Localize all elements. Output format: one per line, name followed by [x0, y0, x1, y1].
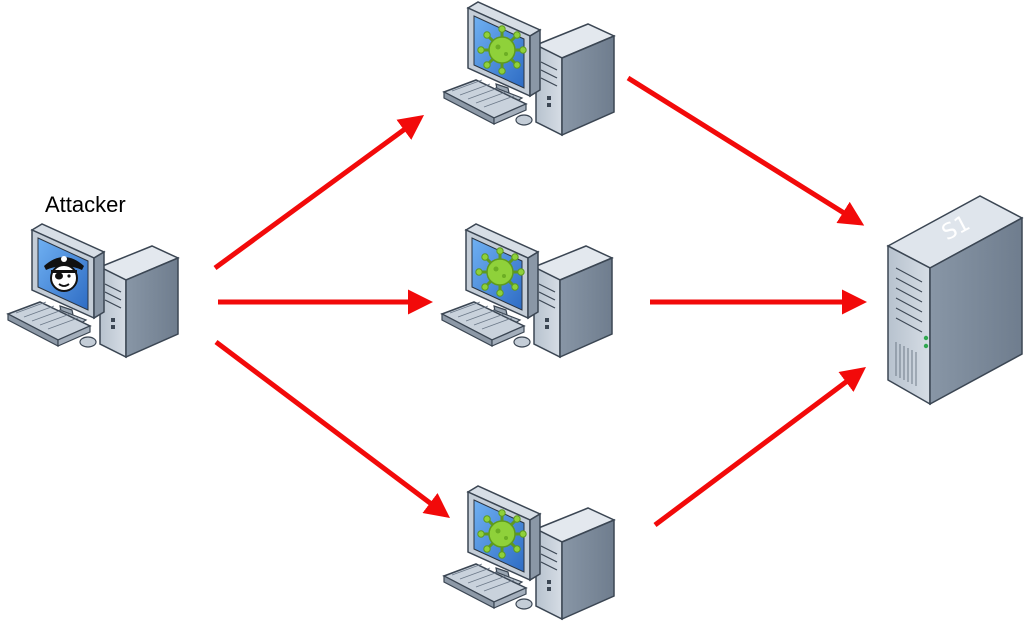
arrow-bot-1-to-server: [626, 75, 865, 226]
virus-icon: [474, 246, 526, 298]
arrows-attacker-to-bots: [213, 115, 450, 519]
arrows-bots-to-server: [626, 75, 867, 528]
bot-workstation-2: [441, 223, 613, 358]
virus-icon: [476, 508, 528, 560]
arrow-attacker-to-bot-1: [213, 115, 425, 271]
bot-workstation-3: [443, 485, 615, 620]
attacker-workstation: [7, 223, 179, 358]
attacker-label: Attacker: [45, 192, 126, 217]
virus-icon: [476, 24, 528, 76]
arrow-attacker-to-bot-3: [214, 340, 450, 519]
arrow-bot-3-to-server: [653, 367, 867, 528]
pirate-icon: [44, 256, 84, 292]
server-s1: [886, 195, 1024, 406]
bot-workstation-1: [443, 1, 615, 136]
